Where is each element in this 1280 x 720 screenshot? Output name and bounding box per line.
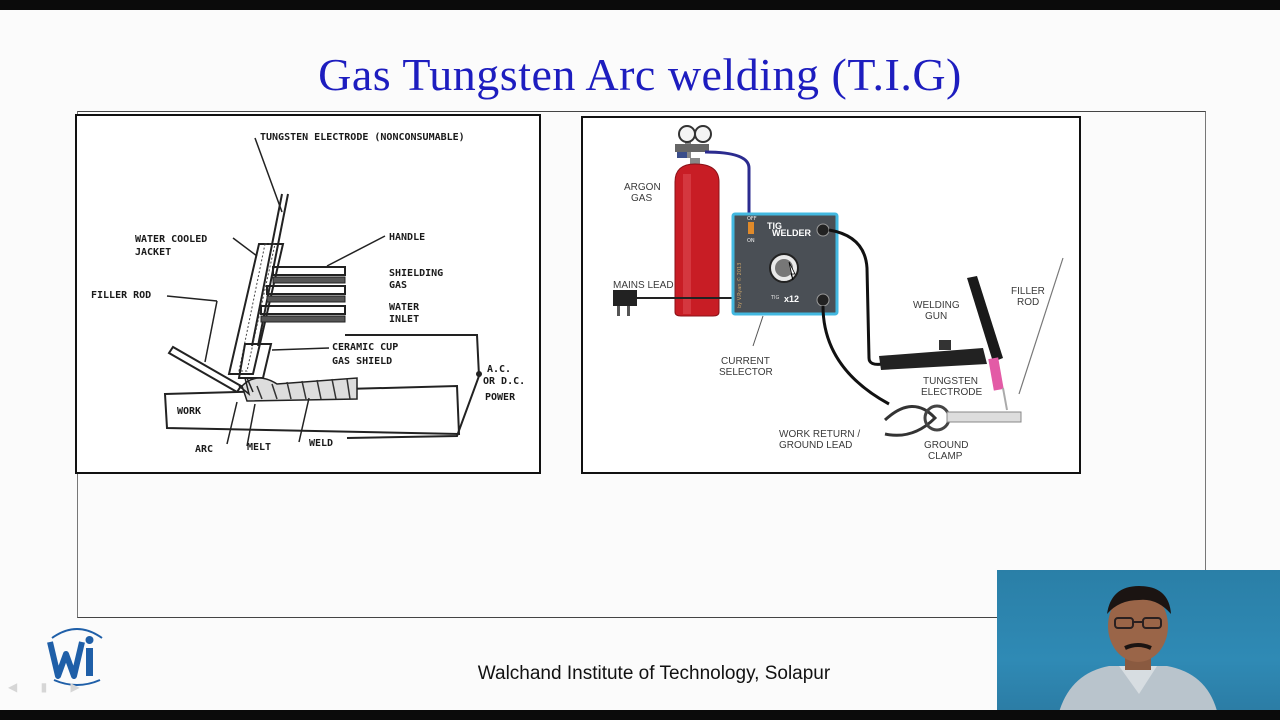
label-arc: ARC xyxy=(195,444,213,455)
label-ac: A.C. xyxy=(487,364,511,375)
ground-clamp-icon xyxy=(883,404,1022,437)
label-water-cooled: WATER COOLED xyxy=(135,234,207,245)
label-gas-shield: GAS SHIELD xyxy=(332,356,392,367)
label-welding: WELDING xyxy=(913,300,960,311)
label-jacket: JACKET xyxy=(135,247,171,258)
tig-setup-illustration: TIG WELDER OFF ON TIG x12 by V.Ryan © 20… xyxy=(613,125,1064,462)
label-clamp: CLAMP xyxy=(928,451,963,462)
label-argon: ARGON xyxy=(624,182,661,193)
slide-title: Gas Tungsten Arc welding (T.I.G) xyxy=(318,49,962,100)
label-filler: FILLER xyxy=(1011,286,1045,297)
label-ground: GROUND xyxy=(924,440,968,451)
label-work-return: WORK RETURN / xyxy=(779,429,860,440)
label-water: WATER xyxy=(389,302,420,313)
slide-footer: Walchand Institute of Technology, Solapu… xyxy=(477,663,831,684)
label-on: ON xyxy=(747,238,755,244)
label-ground-lead: GROUND LEAD xyxy=(779,440,852,451)
label-mains-lead: MAINS LEAD xyxy=(613,280,674,291)
welder-unit: TIG WELDER OFF ON TIG x12 by V.Ryan © 20… xyxy=(731,212,839,316)
presenter-video-icon xyxy=(1059,586,1217,710)
label-power: POWER xyxy=(485,392,516,403)
argon-cylinder-icon xyxy=(674,158,720,317)
label-tig-small: TIG xyxy=(770,295,780,301)
label-ceramic-cup: CERAMIC CUP xyxy=(332,342,398,353)
tig-setup-diagram: TIG WELDER OFF ON TIG x12 by V.Ryan © 20… xyxy=(581,116,1081,474)
label-or-dc: OR D.C. xyxy=(483,376,525,387)
slide: Gas Tungsten Arc welding (T.I.G) xyxy=(0,10,1280,710)
label-credit: by V.Ryan © 2013 xyxy=(736,263,743,308)
label-handle: HANDLE xyxy=(389,232,425,243)
label-welder: WELDER xyxy=(772,228,811,238)
label-gun: GUN xyxy=(925,311,947,322)
label-tungsten-electrode: TUNGSTEN ELECTRODE (NONCONSUMABLE) xyxy=(260,132,465,143)
label-weld: WELD xyxy=(309,438,333,449)
label-inlet: INLET xyxy=(389,314,419,325)
mains-plug-icon xyxy=(613,290,733,316)
tig-torch-sketch: TUNGSTEN ELECTRODE (NONCONSUMABLE) WATER… xyxy=(91,132,525,455)
label-x12: x12 xyxy=(784,294,799,304)
label-gas: GAS xyxy=(389,280,407,291)
regulator-gauges-icon xyxy=(675,125,712,158)
label-melt: MELT xyxy=(247,442,271,453)
label-current: CURRENT xyxy=(721,356,770,367)
label-tig: TIG xyxy=(767,221,782,231)
label-argon-gas: GAS xyxy=(631,193,652,204)
label-shielding: SHIELDING xyxy=(389,268,443,279)
label-electrode: ELECTRODE xyxy=(921,387,982,398)
label-tungsten: TUNGSTEN xyxy=(923,376,978,387)
label-filler-rod: FILLER ROD xyxy=(91,290,151,301)
label-rod: ROD xyxy=(1017,297,1039,308)
tig-torch-diagram: TUNGSTEN ELECTRODE (NONCONSUMABLE) WATER… xyxy=(75,114,541,474)
presenter-webcam xyxy=(997,570,1280,710)
label-selector: SELECTOR xyxy=(719,367,773,378)
wit-logo xyxy=(47,628,103,686)
slide-nav-arrows-icon[interactable]: ◀ ▮ ▶ xyxy=(8,680,90,694)
label-off: OFF xyxy=(747,216,757,222)
label-work: WORK xyxy=(177,406,201,417)
welding-gun-icon xyxy=(879,276,1008,411)
